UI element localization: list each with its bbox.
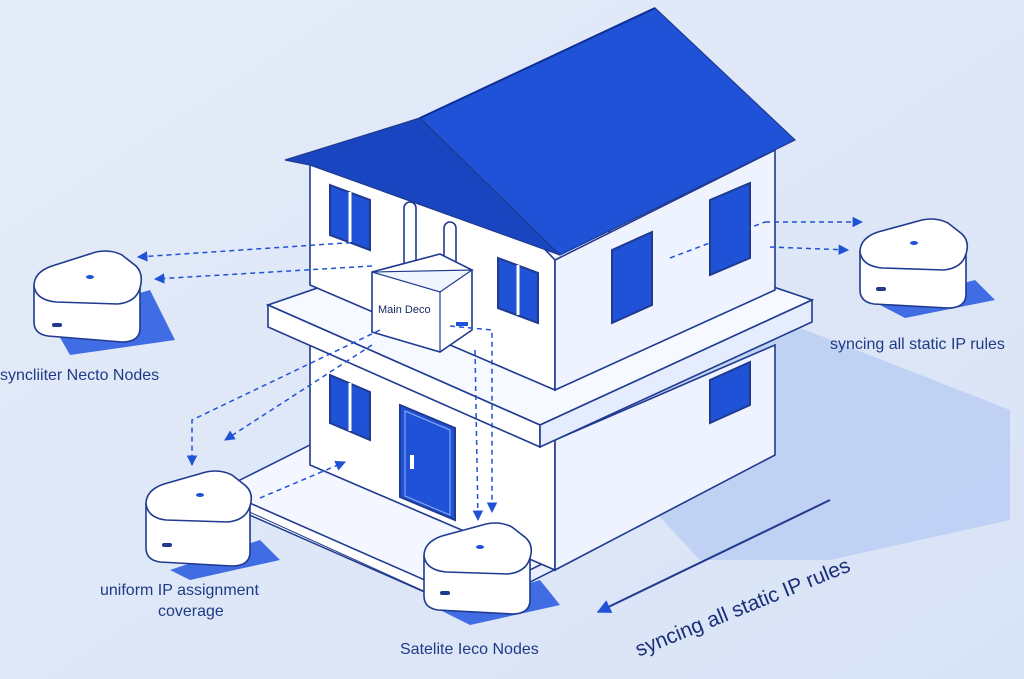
link-to-left-node-1 bbox=[136, 241, 361, 262]
link-to-left-node-2 bbox=[153, 265, 373, 284]
satellite-node-left bbox=[33, 250, 175, 355]
window-upper-right-2 bbox=[709, 181, 751, 277]
front-door bbox=[399, 403, 456, 522]
uniform-ip-label-line2: coverage bbox=[158, 603, 224, 620]
left-nodes-label: syncliiter Necto Nodes bbox=[0, 367, 160, 384]
link-to-bottom-left-node bbox=[186, 329, 381, 467]
link-to-right-node-2 bbox=[769, 244, 850, 255]
window-upper-right-1 bbox=[611, 230, 653, 325]
link-to-satellite-a bbox=[449, 325, 498, 514]
door-handle bbox=[410, 455, 414, 469]
link-left-diagonal bbox=[224, 344, 373, 441]
satellite-node-bottom-left bbox=[145, 470, 280, 580]
main-deco-label: Main Deco bbox=[378, 304, 431, 316]
uniform-ip-label-line1: uniform IP assignment bbox=[100, 582, 259, 599]
right-rules-label: syncing all static IP rules bbox=[830, 336, 1005, 353]
link-right-upper-a bbox=[669, 221, 766, 259]
sync-arrow bbox=[596, 499, 831, 613]
connection-lines bbox=[136, 216, 864, 522]
link-node-to-house bbox=[259, 460, 346, 499]
main-deco-router: Main Deco bbox=[371, 201, 474, 353]
window-lower-right bbox=[709, 360, 751, 425]
link-to-satellite-b bbox=[472, 349, 484, 522]
roof bbox=[284, 7, 797, 256]
satellite-node-bottom-center bbox=[423, 522, 560, 625]
satellite-node-right bbox=[859, 218, 995, 318]
satellite-nodes-label: Satelite Ieco Nodes bbox=[400, 641, 539, 658]
